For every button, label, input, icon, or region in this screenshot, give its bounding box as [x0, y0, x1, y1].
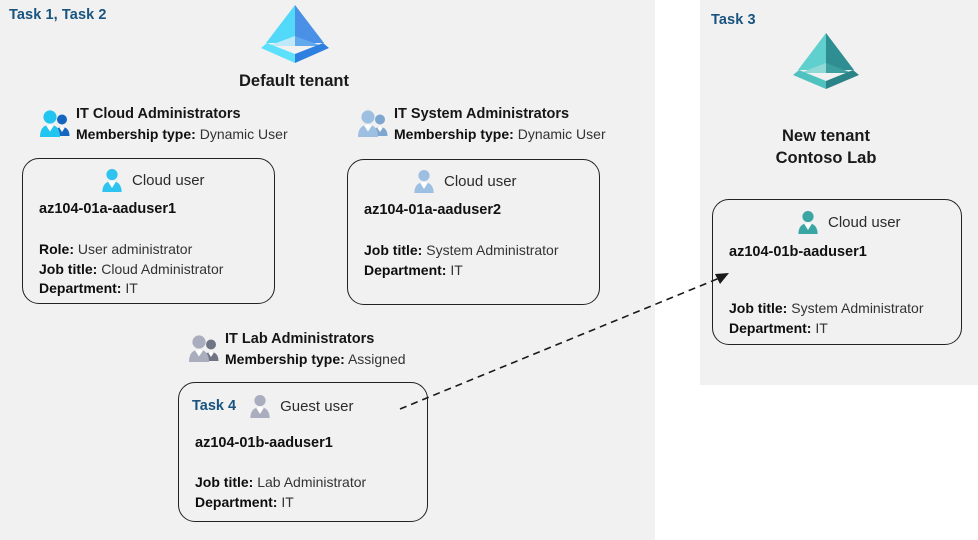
group-membership-value: Dynamic User — [517, 126, 606, 142]
azure-ad-tenant-icon-new — [790, 30, 862, 92]
card-prop-label: Department: — [729, 319, 812, 336]
card-prop-row: Job title: Cloud Administrator — [39, 260, 223, 280]
card-prop-value: System Administrator — [791, 300, 924, 316]
group-users-icon — [38, 109, 72, 139]
group-name: IT Lab Administrators — [225, 331, 375, 347]
card-properties: Role: User administrator Job title: Clou… — [39, 240, 223, 299]
card-properties: Job title: System Administrator Departme… — [729, 299, 924, 338]
card-prop-row: Department: IT — [195, 493, 366, 513]
card-prop-value: User administrator — [77, 241, 193, 257]
card-head-label: Cloud user — [444, 172, 517, 190]
card-head: Cloud user — [411, 168, 517, 194]
card-prop-value: IT — [815, 319, 828, 336]
card-prop-row: Job title: System Administrator — [364, 241, 559, 261]
card-username: az104-01a-aaduser2 — [364, 202, 502, 218]
card-prop-label: Job title: — [195, 474, 254, 490]
guest-user-icon — [247, 393, 273, 419]
card-prop-label: Department: — [364, 261, 447, 278]
card-prop-label: Job title: — [364, 242, 423, 258]
card-prop-row: Department: IT — [729, 319, 924, 339]
card-prop-label: Department: — [195, 493, 278, 510]
card-prop-value: Lab Administrator — [257, 474, 367, 490]
group-membership-value: Assigned — [347, 351, 406, 367]
card-prop-label: Job title: — [39, 260, 98, 277]
group-name: IT System Administrators — [394, 106, 570, 122]
card-head-label: Cloud user — [828, 213, 901, 231]
user-card-aaduser2: Cloud user az104-01a-aaduser2 Job title:… — [347, 159, 600, 305]
azure-ad-tenant-icon-default — [258, 2, 332, 66]
card-prop-label: Job title: — [729, 300, 788, 316]
cloud-user-icon — [99, 167, 125, 193]
group-membership-label: Membership type: — [76, 126, 196, 142]
group-users-icon — [187, 334, 221, 364]
card-head: Task 4 Guest user — [192, 393, 353, 419]
card-username: az104-01a-aaduser1 — [39, 201, 177, 217]
card-prop-row: Department: IT — [364, 261, 559, 281]
card-head-label: Guest user — [280, 397, 354, 415]
card-head-task-tag: Task 4 — [192, 398, 237, 414]
card-username: az104-01b-aaduser1 — [729, 244, 867, 260]
card-username: az104-01b-aaduser1 — [195, 435, 333, 451]
tenant-label-default: Default tenant — [238, 72, 349, 90]
group-membership: Membership type: Assigned — [225, 349, 406, 369]
card-head: Cloud user — [795, 209, 901, 235]
card-properties: Job title: System Administrator Departme… — [364, 241, 559, 280]
group-membership: Membership type: Dynamic User — [76, 124, 288, 144]
card-prop-row: Role: User administrator — [39, 240, 223, 260]
card-prop-row: Job title: System Administrator — [729, 299, 924, 319]
card-prop-value: IT — [125, 280, 138, 296]
task-tag-left: Task 1, Task 2 — [9, 7, 107, 23]
card-prop-value: Cloud Administrator — [101, 260, 224, 277]
card-prop-value: System Administrator — [426, 242, 559, 258]
user-card-b-aaduser1: Cloud user az104-01b-aaduser1 Job title:… — [712, 199, 962, 345]
card-prop-row: Department: IT — [39, 279, 223, 299]
default-tenant-panel — [0, 0, 655, 540]
card-head: Cloud user — [99, 167, 205, 193]
group-name: IT Cloud Administrators — [76, 106, 241, 122]
card-prop-value: IT — [450, 261, 463, 278]
tenant-label-new-line2: Contoso Lab — [775, 149, 877, 167]
cloud-user-icon — [411, 168, 437, 194]
group-membership-label: Membership type: — [225, 351, 345, 367]
card-prop-row: Job title: Lab Administrator — [195, 473, 366, 493]
group-membership-label: Membership type: — [394, 126, 514, 142]
user-card-guest-aaduser1: Task 4 Guest user az104-01b-aaduser1 Job… — [178, 382, 428, 522]
cloud-user-icon — [795, 209, 821, 235]
tenant-label-new-line1: New tenant — [781, 127, 870, 145]
card-prop-label: Department: — [39, 280, 122, 296]
card-prop-label: Role: — [39, 241, 74, 257]
user-card-aaduser1: Cloud user az104-01a-aaduser1 Role: User… — [22, 158, 275, 304]
group-users-icon — [356, 109, 390, 139]
card-head-label: Cloud user — [132, 171, 205, 189]
card-properties: Job title: Lab Administrator Department:… — [195, 473, 366, 512]
task-tag-right: Task 3 — [711, 12, 756, 28]
card-prop-value: IT — [281, 493, 294, 510]
group-membership: Membership type: Dynamic User — [394, 124, 606, 144]
group-membership-value: Dynamic User — [199, 126, 288, 142]
